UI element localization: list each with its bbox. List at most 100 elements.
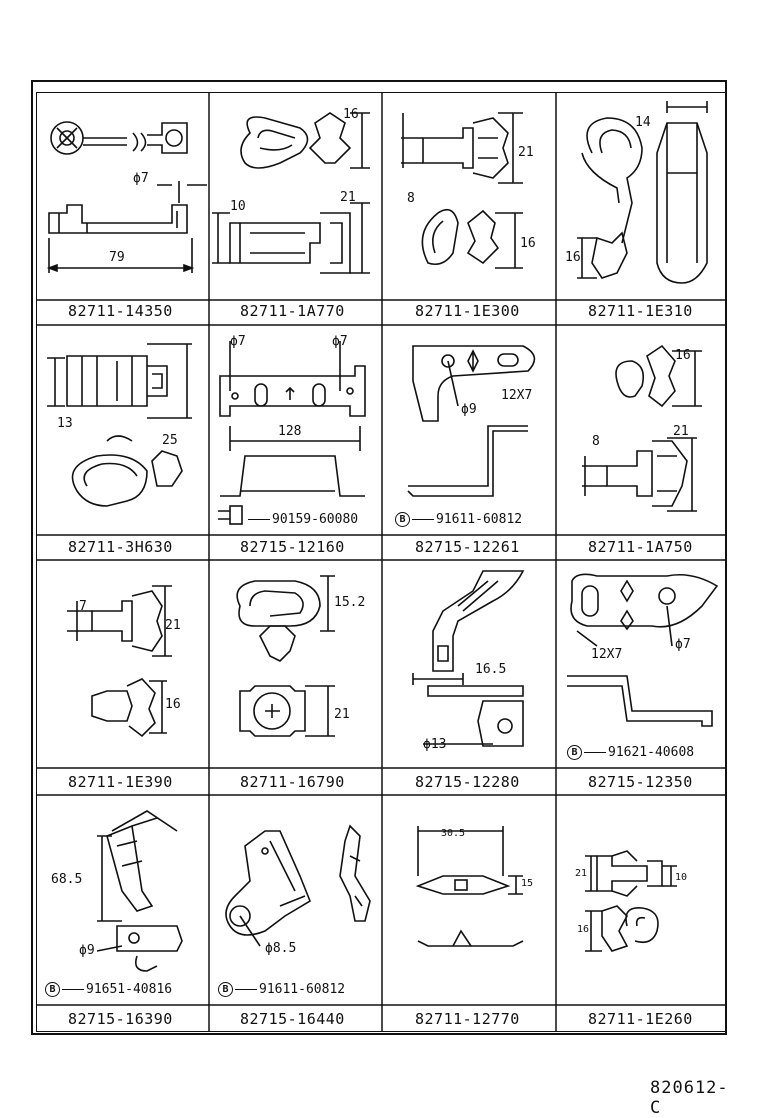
dim-label: 21 (575, 868, 588, 879)
part-number: 82715-12261 (415, 538, 520, 556)
dim-label: ϕ9 (79, 943, 95, 958)
part-cell: 16 21 10 (210, 93, 381, 299)
dim-label: 16 (165, 697, 181, 712)
part-number: 82715-16390 (68, 1010, 173, 1028)
dim-label: 10 (675, 872, 688, 883)
part-cell: ϕ8.5 B 91611-60812 (210, 796, 381, 1004)
bracket-drawing (96, 810, 183, 972)
part-number: 82715-16440 (240, 1010, 345, 1028)
dim-label: 15 (521, 878, 534, 889)
fastener-number: 91611-60812 (259, 982, 346, 997)
fastener-number: 91621-40608 (608, 745, 695, 760)
part-cell: 14 16 (557, 93, 725, 299)
dim-label: ϕ7 (230, 334, 246, 349)
dim-label: 10 (230, 199, 246, 214)
fastener-ref: 90159-60080 (248, 512, 358, 527)
leader-line (412, 519, 434, 520)
bracket-drawing (412, 570, 525, 747)
bracket-drawing (407, 345, 536, 497)
part-cell: 7 21 16 (37, 561, 208, 767)
part-number: 82711-1E390 (68, 773, 173, 791)
bracket-drawing (218, 341, 366, 525)
part-number: 82711-14350 (68, 302, 173, 320)
clip-drawing (585, 850, 677, 952)
part-cell: 30.5 15 (383, 796, 555, 1004)
part-cell: 16 8 21 (557, 326, 725, 534)
clip-drawing (577, 101, 708, 284)
diagram-code: 820612-C (650, 1078, 729, 1118)
clip-drawing (47, 343, 192, 507)
reference-mark-b: B (218, 982, 233, 997)
fastener-ref: B 91611-60812 (218, 982, 345, 997)
part-cell: 12X7 ϕ7 B 91621-40608 (557, 561, 725, 767)
part-number: 82711-1E300 (415, 302, 520, 320)
part-number: 82711-1A750 (588, 538, 693, 556)
reference-mark-b: B (395, 512, 410, 527)
part-cell: 13 25 (37, 326, 208, 534)
dim-label: 15.2 (334, 595, 366, 610)
dim-label: 21 (518, 145, 534, 160)
dim-label: ϕ7 (332, 334, 348, 349)
bracket-drawing (567, 573, 719, 727)
dim-label: 128 (278, 424, 302, 439)
dim-label: 68.5 (51, 872, 83, 887)
dim-label: 16 (577, 924, 590, 935)
dim-label: 12X7 (501, 388, 533, 403)
dim-label: ϕ13 (423, 737, 447, 752)
leader-line (584, 752, 606, 753)
part-cell: 12X7 ϕ9 B 91611-60812 (383, 326, 555, 534)
dim-label: 79 (109, 250, 125, 265)
fastener-ref: B 91621-40608 (567, 745, 694, 760)
dim-label: 14 (635, 115, 651, 130)
leader-line (62, 989, 84, 990)
dim-label: ϕ9 (461, 402, 477, 417)
clip-drawing (46, 121, 207, 273)
part-number: 82711-16790 (240, 773, 345, 791)
part-number: 82711-1E310 (588, 302, 693, 320)
clip-drawing (582, 344, 702, 512)
reference-mark-b: B (567, 745, 582, 760)
reference-mark-b: B (45, 982, 60, 997)
clip-drawing (67, 585, 172, 738)
dim-label: 12X7 (591, 647, 623, 662)
fastener-number: 91611-60812 (436, 512, 523, 527)
dim-label: 16 (520, 236, 536, 251)
part-cell: 21 10 16 (557, 796, 725, 1004)
fastener-ref: B 91651-40816 (45, 982, 172, 997)
dim-label: 16 (343, 107, 359, 122)
part-cell: 68.5 ϕ9 B 91651-40816 (37, 796, 208, 1004)
part-number: 82715-12280 (415, 773, 520, 791)
dim-label: 13 (57, 416, 73, 431)
fastener-ref: B 91611-60812 (395, 512, 522, 527)
dim-label: 21 (340, 190, 356, 205)
dim-label: 8 (407, 191, 415, 206)
inner-frame (36, 92, 726, 1032)
clip-drawing (415, 826, 524, 947)
part-number: 82711-1E260 (588, 1010, 693, 1028)
dim-label: ϕ8.5 (265, 941, 297, 956)
dim-label: 16 (565, 250, 581, 265)
leader-line (248, 519, 270, 520)
clip-drawing (212, 112, 370, 274)
dim-label: 16 (675, 348, 691, 363)
dim-label: 21 (165, 618, 181, 633)
part-cell: 16.5 ϕ13 (383, 561, 555, 767)
clip-drawing (236, 575, 335, 737)
leader-line (235, 989, 257, 990)
part-number: 82711-1A770 (240, 302, 345, 320)
part-cell: ϕ7 79 (37, 93, 208, 299)
fastener-number: 91651-40816 (86, 982, 173, 997)
dim-label: 16.5 (475, 662, 507, 677)
part-cell: 15.2 21 (210, 561, 381, 767)
dim-label: ϕ7 (133, 171, 149, 186)
dim-label: 7 (79, 599, 87, 614)
part-number: 82715-12350 (588, 773, 693, 791)
part-number: 82711-12770 (415, 1010, 520, 1028)
dim-label: 8 (592, 434, 600, 449)
dim-label: ϕ7 (675, 637, 691, 652)
fastener-number: 90159-60080 (272, 512, 359, 527)
part-cell: 21 8 16 (383, 93, 555, 299)
dim-label: 30.5 (441, 828, 466, 839)
outer-frame (31, 80, 727, 1035)
